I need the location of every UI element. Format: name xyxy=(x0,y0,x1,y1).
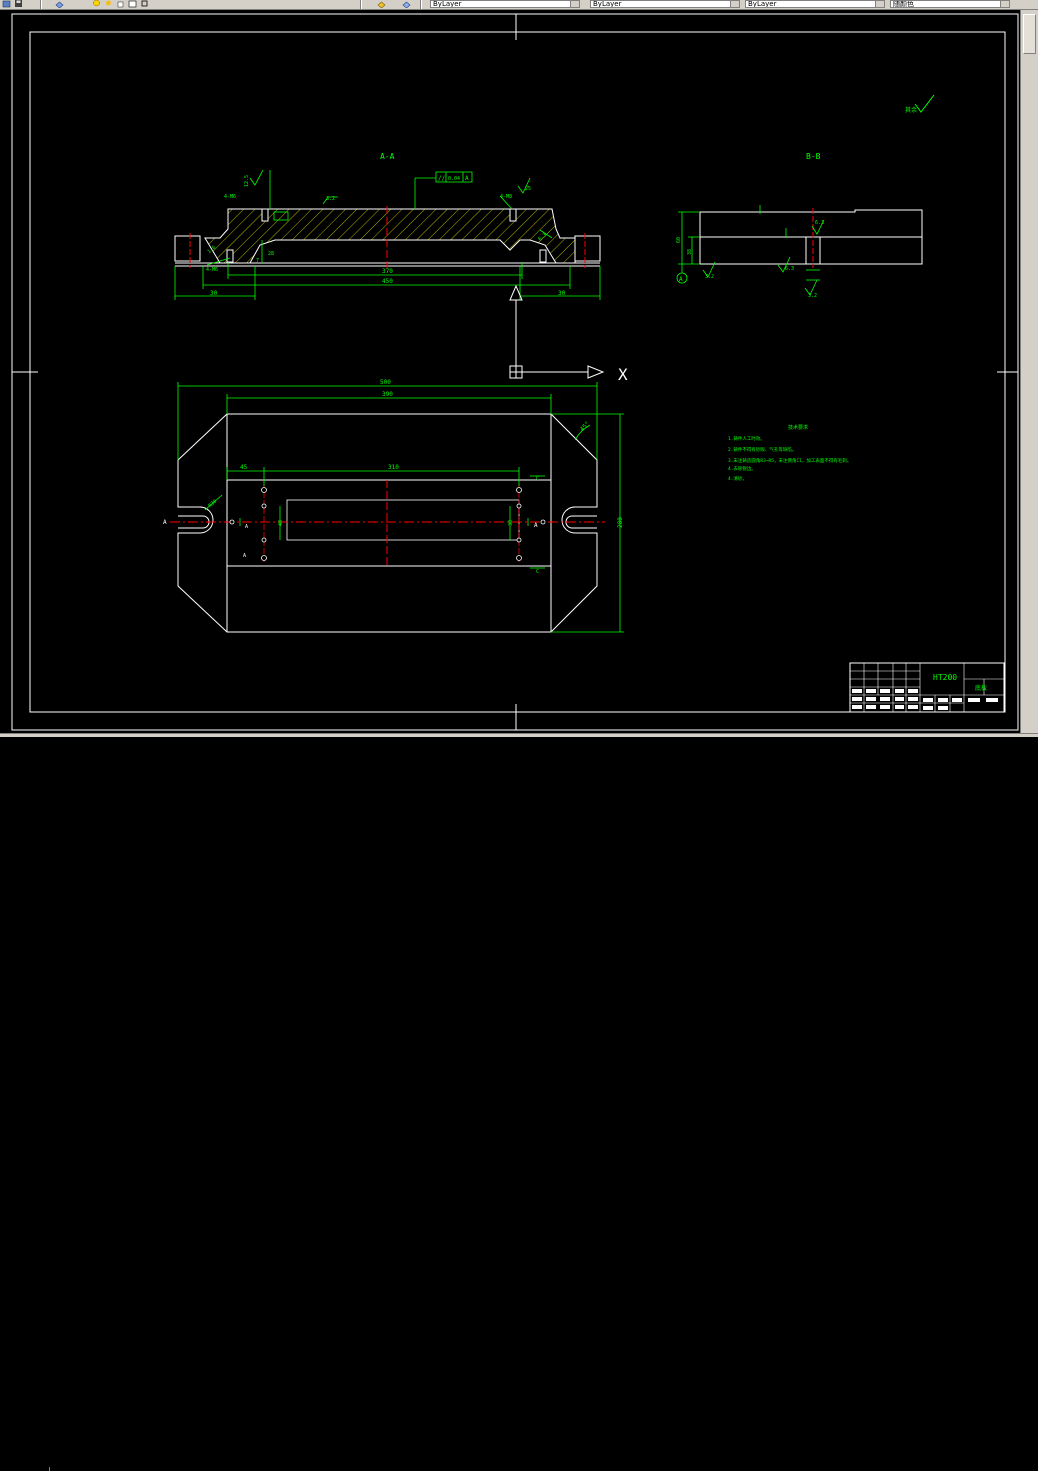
roughness-a2: 12.5 xyxy=(244,175,250,187)
notes-item-5: 4.清砂。 xyxy=(728,475,747,482)
datum-b: A xyxy=(679,276,683,283)
section-a-view: A-A xyxy=(174,152,601,300)
chevron-down-icon[interactable] xyxy=(1000,1,1009,7)
roughness-a4: 6.3 xyxy=(537,232,548,242)
toolbar-separator xyxy=(40,0,42,9)
dim-48: 48 xyxy=(278,520,284,526)
bolt-holes xyxy=(229,487,546,561)
leader-bottom-left: 4-M6 xyxy=(206,267,218,273)
sun-icon[interactable] xyxy=(104,0,113,8)
status-bar xyxy=(0,733,1038,1471)
dim-r30: R30 xyxy=(207,499,218,509)
leader-4-m8: 4-M8 xyxy=(500,194,512,200)
dim-30-right: 30 xyxy=(558,290,566,297)
roughness-general-label: 其余 xyxy=(905,106,917,114)
dim-280: 280 xyxy=(617,517,624,528)
tol-datum: A xyxy=(465,175,469,182)
dim-500: 500 xyxy=(380,379,391,386)
section-mark-a-mid: A xyxy=(245,524,248,530)
toolbar-separator xyxy=(420,0,422,9)
roughness-a3: 25 xyxy=(525,186,531,192)
drawing-canvas[interactable]: 其余 A-A xyxy=(0,10,1020,733)
dim-28: 28 xyxy=(268,251,274,257)
roughness-b3: 6.3 xyxy=(785,266,794,272)
light-bulb-icon[interactable] xyxy=(92,0,101,8)
dim-45-deg: 45° xyxy=(579,420,592,433)
linetype-combo-value: ByLayer xyxy=(593,0,622,8)
save-icon[interactable] xyxy=(14,0,23,8)
roughness-general: 其余 xyxy=(905,94,935,114)
roughness-b2: 3.2 xyxy=(705,274,714,280)
roughness-b1: 6.3 xyxy=(815,220,824,226)
section-mark-a-low: A xyxy=(243,553,246,559)
properties-toolbar: ByLayer ByLayer ByLayer 随颜色 xyxy=(0,0,1038,10)
lock-icon[interactable] xyxy=(116,0,125,8)
technical-notes: 技术要求 1.铸件人工时效。 2.铸件不得有砂眼、气孔等缺陷。 3.未注铸造圆角… xyxy=(728,424,851,482)
square-icon[interactable] xyxy=(140,0,149,8)
tol-symbol: // xyxy=(438,175,446,182)
section-mark-a-left: A xyxy=(163,519,167,526)
lineweight-combo-value: ByLayer xyxy=(748,0,777,8)
plotstyle-combo-value: 随颜色 xyxy=(893,0,914,8)
notes-title: 技术要求 xyxy=(788,424,808,431)
notes-item-1: 1.铸件人工时效。 xyxy=(728,435,765,442)
scrollbar-thumb[interactable] xyxy=(1023,14,1036,54)
ucs-x-label: X xyxy=(618,365,628,384)
section-b-label: B-B xyxy=(806,152,821,161)
title-block-part-name: 底板 xyxy=(975,684,987,692)
roughness-a5: 1.6 xyxy=(206,245,217,255)
plotstyle-combo[interactable]: 随颜色 xyxy=(890,0,1010,8)
title-block: HT200 底板 xyxy=(849,662,1005,713)
notes-item-2: 2.铸件不得有砂眼、气孔等缺陷。 xyxy=(728,446,796,453)
command-line[interactable] xyxy=(0,1467,50,1471)
dim-45: 45 xyxy=(240,464,248,471)
section-a-label: A-A xyxy=(380,152,395,161)
dim-450: 450 xyxy=(382,278,393,285)
color-combo-value: ByLayer xyxy=(433,0,462,8)
dim-310: 310 xyxy=(388,464,399,471)
notes-item-3: 3.未注铸造圆角R3~R5，未注倒角C1，加工表面不得有毛刺。 xyxy=(728,457,851,464)
dim-370: 370 xyxy=(382,268,393,275)
title-block-material: HT200 xyxy=(933,673,957,682)
color-swatch-icon[interactable] xyxy=(128,0,137,8)
toolbar-separator xyxy=(360,0,362,9)
layer-icon[interactable] xyxy=(2,0,11,8)
roughness-b4: 3.2 xyxy=(808,293,817,299)
plan-view: 500 390 310 45 280 48 38 45° R30 A A C C… xyxy=(163,379,624,633)
tolerance-frame: // 0.04 A xyxy=(435,171,473,183)
drawing-svg[interactable]: 其余 A-A xyxy=(0,10,1020,733)
tol-value: 0.04 xyxy=(448,176,460,182)
chevron-down-icon[interactable] xyxy=(875,1,884,7)
dim-b-38: 38 xyxy=(687,249,693,255)
section-mark-c-bottom: C xyxy=(536,569,539,575)
dim-7: 7 xyxy=(256,258,259,264)
color-combo[interactable]: ByLayer xyxy=(430,0,580,8)
title-block-cells xyxy=(852,689,998,710)
vertical-scrollbar[interactable] xyxy=(1020,10,1038,733)
ucs-icon: X xyxy=(509,284,628,384)
dim-38: 38 xyxy=(508,520,514,526)
notes-item-4: 4.去除锐边。 xyxy=(728,465,756,472)
section-mark-a-right: A xyxy=(534,522,538,529)
chevron-down-icon[interactable] xyxy=(730,1,739,7)
dim-b-60: 60 xyxy=(676,237,682,243)
chevron-down-icon[interactable] xyxy=(570,1,579,7)
lineweight-combo[interactable]: ByLayer xyxy=(745,0,885,8)
layer-previous-icon[interactable] xyxy=(402,0,411,8)
section-b-view: B-B 60 38 6.3 3.2 6.3 3.2 A xyxy=(676,152,923,299)
dim-390: 390 xyxy=(382,391,393,398)
roughness-a1: 3.2 xyxy=(326,196,335,202)
layer-manager-icon[interactable] xyxy=(55,0,64,8)
linetype-combo[interactable]: ByLayer xyxy=(590,0,740,8)
dim-30-left: 30 xyxy=(210,290,218,297)
section-mark-c-top: C xyxy=(536,476,539,482)
centering-marks xyxy=(12,14,1018,730)
make-current-layer-icon[interactable] xyxy=(377,0,386,8)
leader-4-m6: 4-M6 xyxy=(224,194,236,200)
